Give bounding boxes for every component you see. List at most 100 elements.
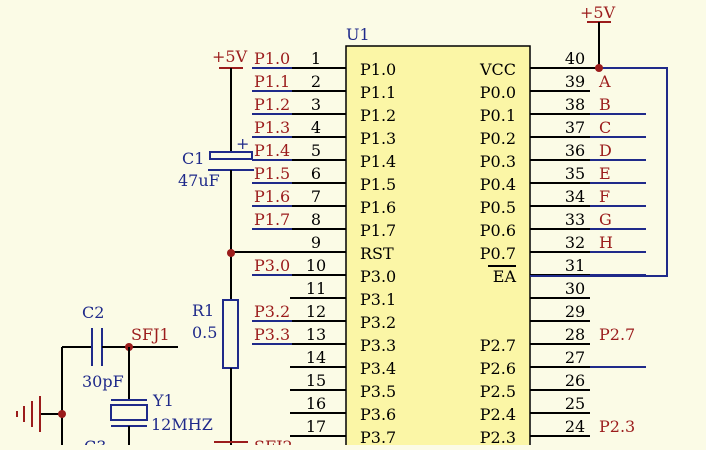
chip-ref-label: U1 (346, 25, 370, 44)
right-pin-number: 26 (565, 371, 585, 390)
r1-body (222, 299, 239, 369)
right-net-label: D (599, 141, 612, 160)
ea-loop-wire (530, 67, 668, 277)
right-net-label: F (599, 187, 610, 206)
left-pin-name: P3.2 (360, 313, 396, 332)
right-pin-number: 38 (565, 95, 585, 114)
right-pin-number: 37 (565, 118, 585, 137)
left-pin-number: 5 (311, 141, 321, 160)
left-net-label: P1.1 (254, 72, 290, 91)
right-net-label: P2.7 (599, 325, 635, 344)
right-pin-name: P0.2 (480, 129, 516, 148)
left-pin-number: 12 (306, 302, 326, 321)
right-pin-number: 32 (565, 233, 585, 252)
right-pin-number: 40 (565, 49, 585, 68)
right-pin-name: P0.7 (480, 244, 516, 263)
left-pin-name: P1.4 (360, 152, 396, 171)
left-net-label: P3.3 (254, 325, 290, 344)
left-pin-name: P3.6 (360, 405, 396, 424)
right-pin-name: P0.4 (480, 175, 516, 194)
sfj1-label: SFJ1 (131, 325, 170, 344)
left-pin-number: 2 (311, 72, 321, 91)
right-pin-34: 34 F P0.5 (480, 187, 646, 230)
right-pin-30: 30 (530, 279, 590, 299)
left-pin-number: 14 (306, 348, 326, 367)
right-net-label: P2.3 (599, 417, 635, 436)
right-pin-number: 34 (565, 187, 585, 206)
c1-value: 47uF (178, 171, 220, 190)
right-pin-name: VCC (479, 60, 516, 79)
c2-ref: C2 (82, 303, 104, 322)
y1-body (110, 404, 148, 421)
left-pin-name: P3.1 (360, 290, 396, 309)
left-net-label: P1.6 (254, 187, 290, 206)
rst-junction (227, 249, 235, 257)
right-pin-number: 24 (565, 417, 585, 436)
right-pin-number: 25 (565, 394, 585, 413)
left-pin-number: 3 (311, 95, 321, 114)
left-net-label: P3.0 (254, 256, 290, 275)
left-pin-name: P1.7 (360, 221, 396, 240)
right-pin-number: 27 (565, 348, 585, 367)
power-label-left: +5V (212, 47, 248, 66)
left-pin-name: P3.4 (360, 359, 396, 378)
r1-value: 0.5 (192, 323, 217, 342)
right-net-label: G (599, 210, 612, 229)
left-pin-number: 1 (311, 49, 321, 68)
right-pin-number: 36 (565, 141, 585, 160)
chip-u1-body (345, 45, 531, 450)
right-pin-name: P2.3 (480, 428, 516, 445)
right-pin-name: P2.4 (480, 405, 516, 424)
left-net-label: P1.4 (254, 141, 290, 160)
right-net-label: A (598, 72, 611, 91)
left-pin-number: 7 (311, 187, 321, 206)
vcc-junction (595, 64, 603, 72)
right-pin-number: 28 (565, 325, 585, 344)
right-pin-37: 37 C P0.2 (480, 118, 646, 161)
right-pin-number: 30 (565, 279, 585, 298)
right-net-label: H (599, 233, 613, 252)
c3-partial-ref: C3 (84, 437, 106, 445)
left-net-label: P1.7 (254, 210, 290, 229)
right-pin-number: 29 (565, 302, 585, 321)
right-pin-name: P0.5 (480, 198, 516, 217)
left-pin-name: P3.5 (360, 382, 396, 401)
right-pin-name: P0.1 (480, 106, 516, 125)
left-pin-number: 6 (311, 164, 321, 183)
right-pin-29: 29 (530, 302, 590, 322)
left-pin-number: 9 (311, 233, 321, 252)
left-net-label: P3.2 (254, 302, 290, 321)
left-net-label: P1.5 (254, 164, 290, 183)
left-pin-name: RST (360, 244, 394, 263)
left-net-label: P1.3 (254, 118, 290, 137)
left-net-label: P1.0 (254, 49, 290, 68)
c1-ref: C1 (182, 149, 204, 168)
right-pin-name: P0.3 (480, 152, 516, 171)
left-pin-number: 17 (306, 417, 326, 436)
right-net-label: C (599, 118, 611, 137)
left-pin-name: P1.6 (360, 198, 396, 217)
c1-plate-top (209, 151, 253, 160)
power-label-vcc: +5V (580, 3, 616, 22)
left-pin-name: P1.1 (360, 83, 396, 102)
left-pin-number: 11 (306, 279, 326, 298)
y1-ref: Y1 (152, 391, 174, 410)
right-pin-number: 39 (565, 72, 585, 91)
